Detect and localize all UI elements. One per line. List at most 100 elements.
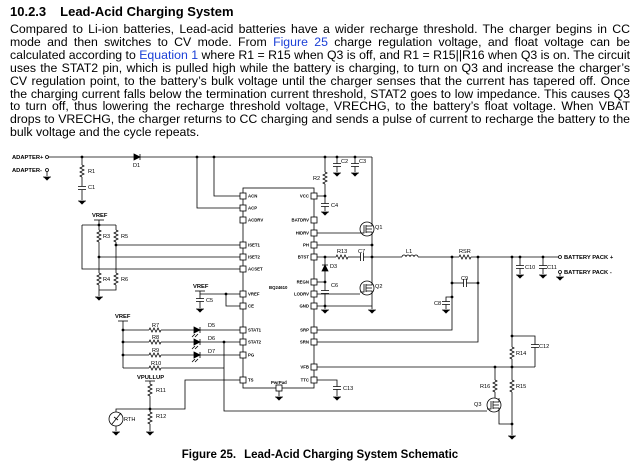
resistor-symbol [458,254,472,260]
wire [99,285,117,291]
r16-label: R16 [480,384,490,390]
wire [223,342,487,412]
figure-caption: Figure 25.Lead-Acid Charging System Sche… [0,449,640,461]
junction-dot [493,365,497,369]
rsr-label: RSR [459,249,471,255]
d5-label: D5 [208,323,215,329]
ground-icon [275,396,283,401]
vpullup-net-label: VPULLUP [137,375,164,381]
section-number: 10.2.3 [10,4,47,19]
ts-pin-label: TS [248,378,254,383]
junction-dot [450,255,454,259]
diode-icon [193,351,201,359]
junction-dot [212,155,216,159]
junction-dot [97,223,101,227]
ground-icon [333,172,341,177]
pg-pin-label: PG [248,353,255,358]
junction-dot [121,353,125,357]
resistor-symbol [79,164,85,178]
r6-label: R6 [121,277,128,283]
c12-label: C12 [539,344,549,350]
r4-label: R4 [103,277,110,283]
d3-label: D3 [330,264,337,270]
junction-dot [323,194,327,198]
vref-net-label: VREF [92,213,108,219]
inductor-icon [401,254,419,258]
r3-label: R3 [103,234,110,240]
resistor-symbol [148,365,162,371]
acset-pin-label: ACSET [248,267,263,272]
acset-pin [239,265,247,273]
ground-icon [196,308,204,313]
iset1-pin [239,241,247,249]
btst-pin-label: BTST [298,255,310,260]
wire [512,335,536,345]
resistor-symbol [147,383,153,397]
resistor-symbol [509,379,515,393]
r12-label: R12 [156,414,166,420]
regn-pin-label: REGN [297,280,309,285]
c2-label: C2 [341,159,348,165]
junction-dot [323,155,327,159]
acn-pin [239,192,247,200]
junction-dot [323,255,327,259]
junction-dot [518,255,522,259]
ground-icon [368,309,376,314]
r9-label: R9 [152,348,159,354]
srp-pin [310,326,318,334]
diode-icon [133,153,141,161]
vcc-pin-label: VCC [300,194,309,199]
resistor-symbol [509,346,515,360]
stat1-pin-label: STAT1 [248,328,262,333]
junction-dot [121,328,125,332]
resistor-symbol [113,229,119,243]
junction-dot [450,281,454,285]
capacitor-symbol [78,186,86,190]
ground-icon [333,396,341,401]
d7-label: D7 [208,349,215,355]
stat2-pin-label: STAT2 [248,340,262,345]
r10-label: R10 [151,361,161,367]
junction-dot [476,255,480,259]
adapter-plus-label: ADAPTER+ [12,155,44,161]
ce-pin-label: CE [248,304,254,309]
mosfet-icon [360,222,373,236]
c5-label: C5 [206,298,213,304]
batdrv-pin [310,216,318,224]
junction-dot [541,255,545,259]
resistor-symbol [148,327,162,333]
capacitor-symbol [321,203,329,207]
adapter-minus-label: ADAPTER- [12,168,42,174]
ground-icon [95,296,103,301]
c7-label: C7 [358,249,365,255]
stat2-pin [239,338,247,346]
ph-pin [310,241,318,249]
junction-dot [476,281,480,285]
resistor-symbol [335,254,349,260]
resistor-symbol [96,229,102,243]
port-terminal [558,270,562,274]
capacitor-symbol [531,344,539,348]
l1-label: L1 [406,249,412,255]
wire [317,379,338,387]
junction-dot [323,304,327,308]
equation-1-link[interactable]: Equation 1 [139,47,199,62]
junction-dot [195,155,199,159]
pin-label-pwrpad: PwrPad [271,380,287,385]
junction-dot [450,295,454,299]
body-paragraph: Compared to Li-ion batteries, Lead-acid … [10,23,630,139]
ic-name: BQ24610 [269,285,288,290]
thermistor-icon [111,412,122,425]
figure-25-link[interactable]: Figure 25 [273,34,328,49]
body-text-3: where R1 = R15 when Q3 is off, and R1 = … [10,47,630,140]
vcc-pin [310,192,318,200]
ground-icon [556,276,564,281]
acp-pin [239,204,247,212]
q2-label: Q2 [375,284,382,290]
capacitor-symbol [333,163,341,167]
diode-icon [193,326,201,334]
ttc-pin [310,376,318,384]
gnd-pin [310,302,318,310]
capacitor-symbol [196,298,204,302]
junction-dot [335,155,339,159]
